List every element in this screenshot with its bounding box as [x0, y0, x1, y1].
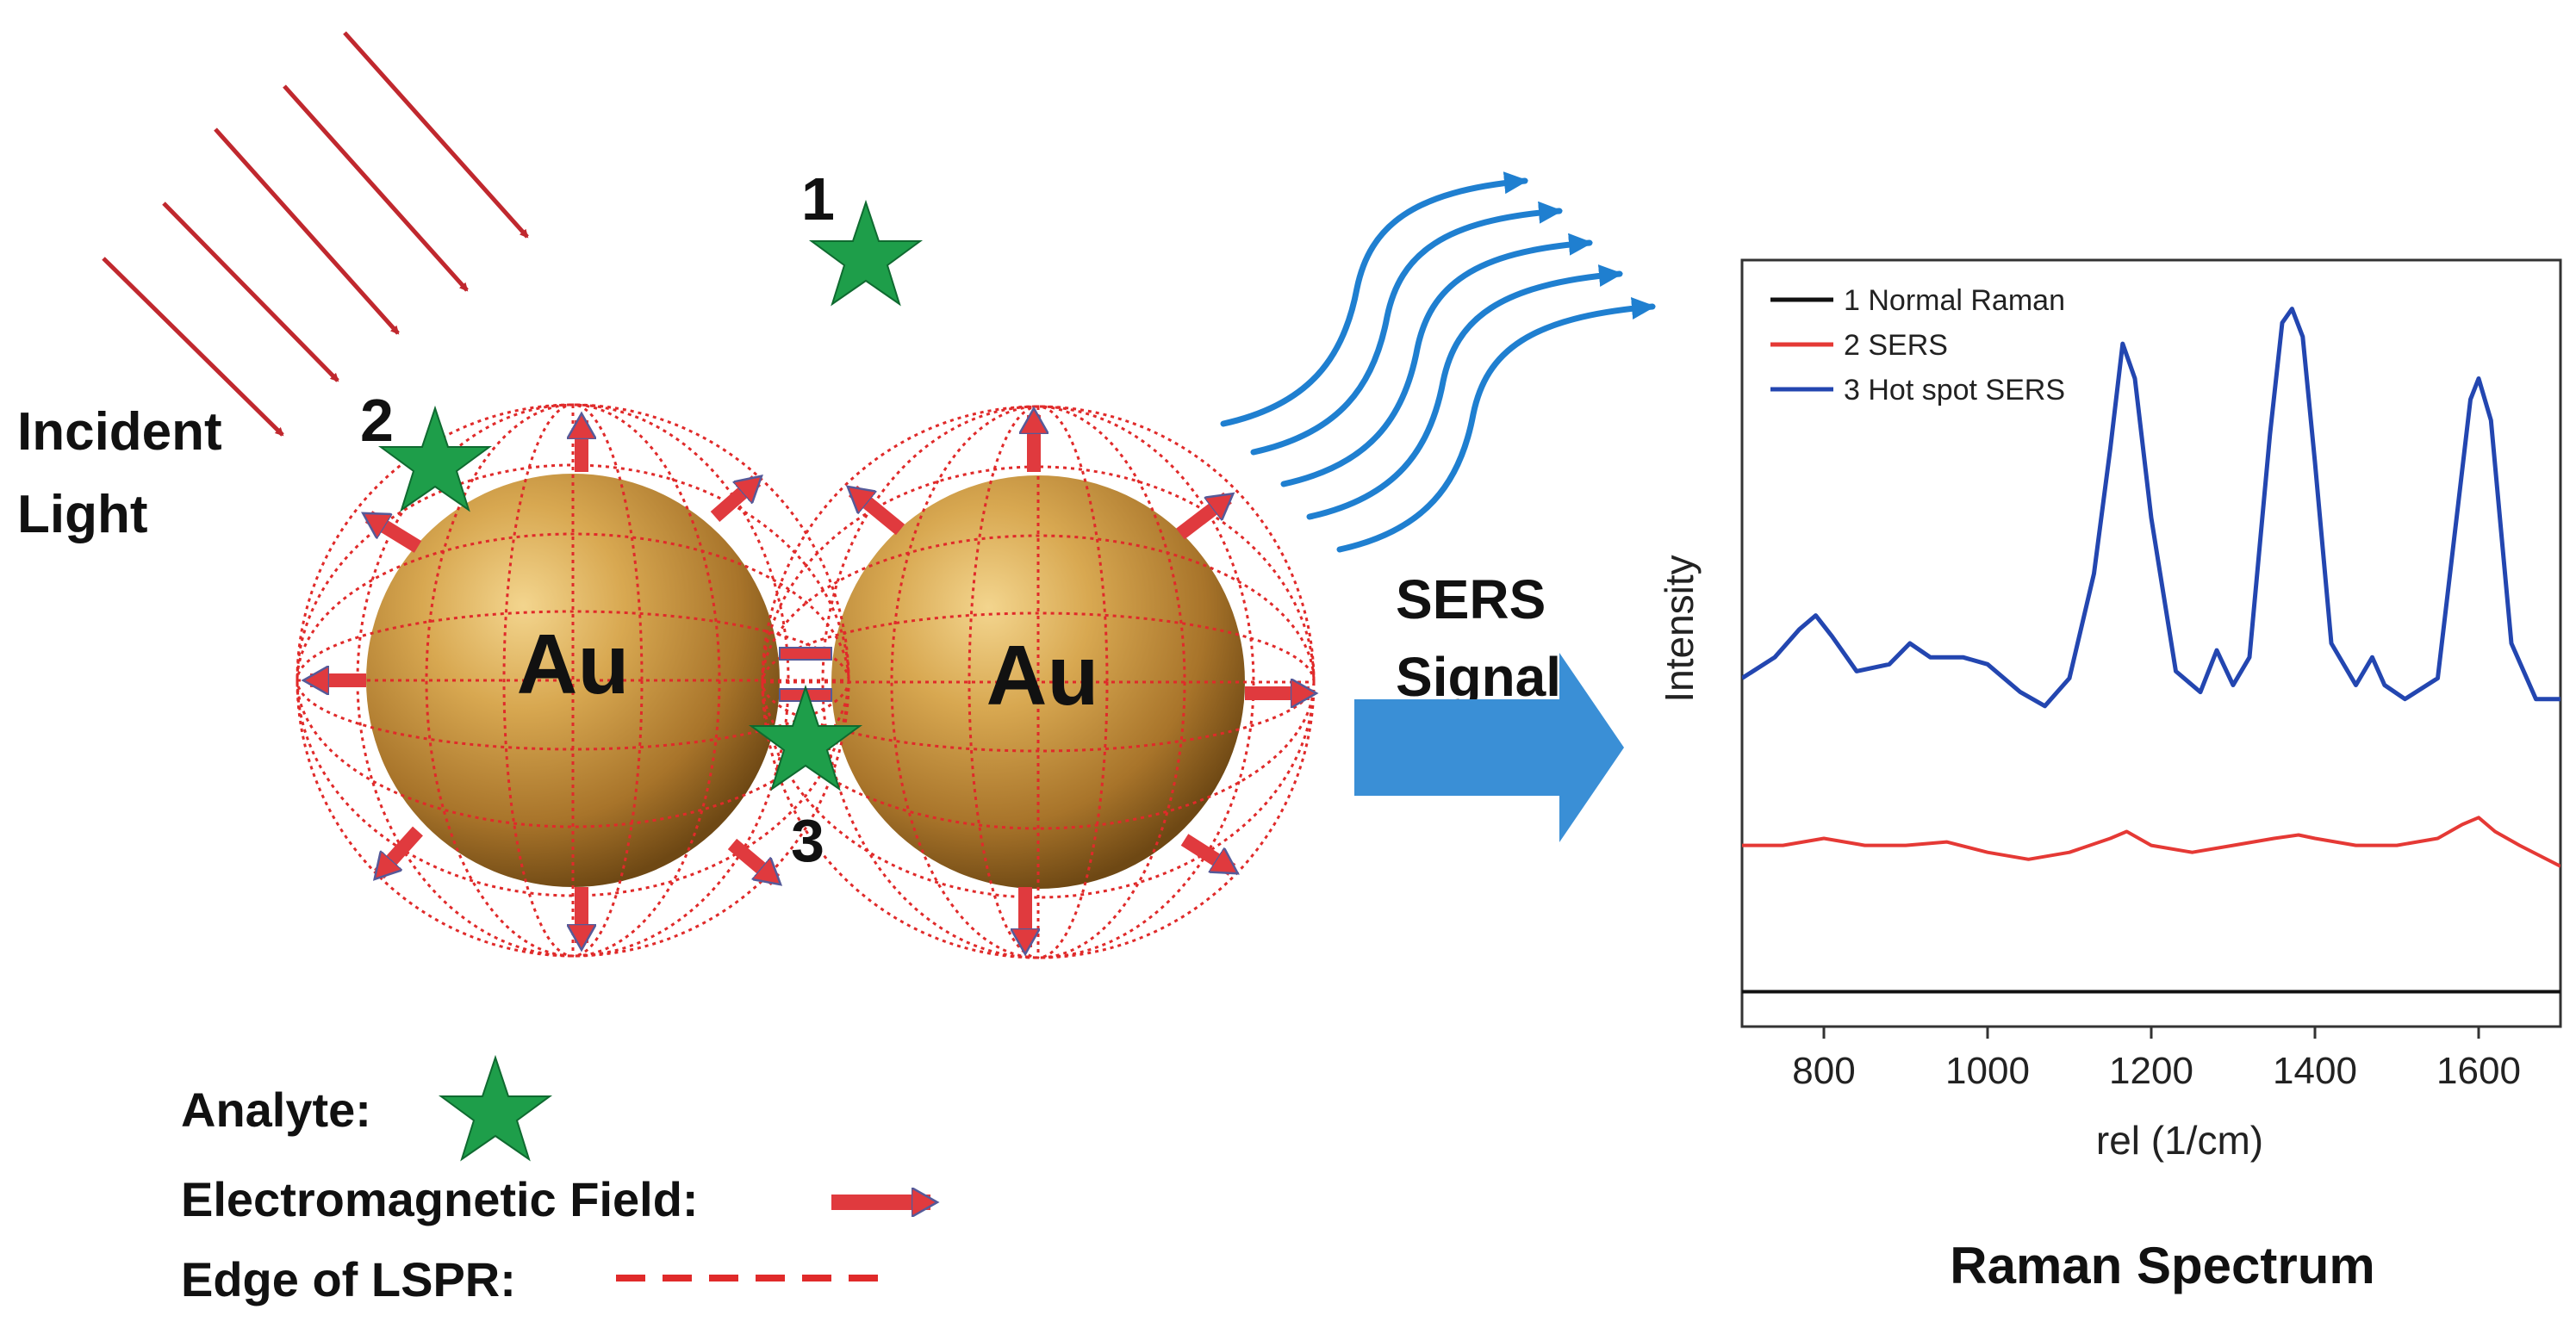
sers-signal-label-2: Signal: [1396, 646, 1561, 708]
legend-lspr-label: Edge of LSPR:: [181, 1252, 516, 1306]
legend-entry-3: 3 Hot spot SERS: [1844, 374, 2065, 406]
field-arrow: [379, 826, 423, 874]
chart-title: Raman Spectrum: [1950, 1237, 2374, 1294]
legend-entry-1: 1 Normal Raman: [1844, 284, 2065, 317]
x-axis-label: rel (1/cm): [2096, 1118, 2263, 1163]
incident-light-label-2: Light: [17, 485, 148, 544]
sers-signal-label: SERS: [1396, 568, 1546, 630]
light-ray: [283, 84, 469, 292]
raman-spectrum-chart: 800 1000 1200 1400 1600 1 Normal Raman 2 SERS…: [1657, 258, 2562, 1294]
au-label-left: Au: [517, 617, 630, 711]
analyte-star-2: [377, 405, 493, 512]
analyte-star-3: [748, 684, 863, 791]
gap-field-lines: [779, 647, 832, 702]
field-arrows-left: [310, 420, 775, 943]
x-tick-label: 1000: [1945, 1050, 2030, 1092]
light-ray: [102, 257, 284, 437]
field-arrow: [369, 511, 422, 553]
sers-signal-waves: [1220, 171, 1656, 553]
series-line-2: [1742, 816, 2560, 868]
y-axis-label: Intensity: [1657, 555, 1702, 702]
signal-wave: [1280, 233, 1593, 487]
site-1-label: 1: [801, 165, 835, 233]
light-ray: [162, 202, 339, 382]
x-tick-label: 1600: [2436, 1050, 2521, 1092]
incident-light-label: Incident: [17, 402, 222, 462]
analyte-star-1: [808, 199, 924, 307]
legend-entry-2: 2 SERS: [1844, 329, 1948, 362]
sers-signal-arrow: [1354, 653, 1624, 842]
field-arrows-right: [853, 415, 1310, 947]
site-3-label: 3: [791, 807, 824, 874]
x-tick-label: 1200: [2109, 1050, 2193, 1092]
field-arrow: [710, 481, 756, 523]
gold-nanoparticle-right: [831, 475, 1245, 889]
legend-em-field-label: Electromagnetic Field:: [181, 1172, 699, 1226]
field-arrow: [853, 491, 905, 536]
legend-analyte-star: [438, 1054, 553, 1162]
signal-wave: [1306, 264, 1623, 520]
light-ray: [214, 127, 400, 335]
light-ray: [343, 31, 529, 239]
signal-wave: [1250, 201, 1563, 456]
signal-wave: [1336, 297, 1656, 553]
series-line-3: [1742, 307, 2560, 709]
gold-nanoparticle-left: [366, 474, 780, 887]
diagram-legend: Analyte: Electromagnetic Field: Edge of …: [181, 1054, 930, 1306]
legend-analyte-label: Analyte:: [181, 1083, 371, 1137]
site-2-label: 2: [360, 387, 394, 454]
lspr-edge-left: [296, 403, 850, 958]
field-arrow: [1180, 834, 1232, 876]
x-tick-label: 1400: [2273, 1050, 2357, 1092]
field-arrow: [1176, 498, 1228, 540]
au-label-right: Au: [986, 628, 1099, 723]
field-arrow: [727, 838, 775, 880]
signal-wave: [1220, 171, 1528, 427]
x-tick-label: 800: [1792, 1050, 1855, 1092]
incident-light-rays: [102, 31, 529, 437]
